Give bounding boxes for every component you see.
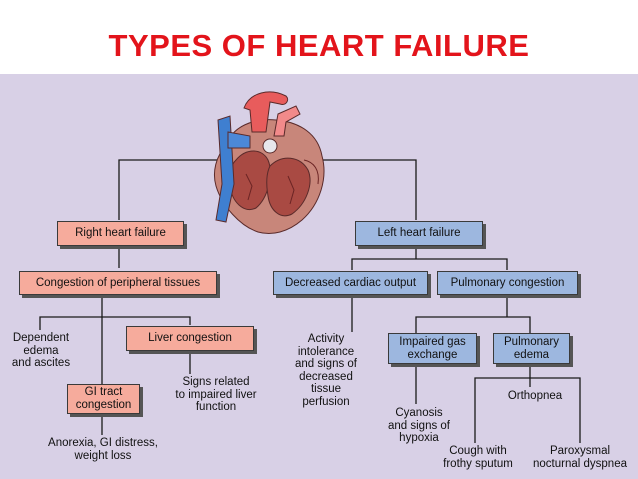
- gi-effects-text: Anorexia, GI distress,weight loss: [48, 437, 158, 462]
- left-split-line: [351, 258, 508, 270]
- liver-congestion-box: Liver congestion: [126, 326, 254, 351]
- connector-lines: [39, 159, 581, 443]
- page-title: TYPES OF HEART FAILURE: [108, 28, 530, 63]
- pulmonary-congestion-box: Pulmonary congestion: [437, 271, 578, 295]
- left-heart-failure-box: Left heart failure: [355, 221, 483, 246]
- heart-illustration: [213, 91, 325, 234]
- diagram-panel: Right heart failure Congestion of periph…: [0, 74, 638, 479]
- orthopnea-text: Orthopnea: [507, 390, 563, 402]
- pulmonary-split-line: [415, 316, 531, 333]
- congestion-peripheral-tissues-box: Congestion of peripheral tissues: [19, 271, 217, 295]
- edema-split-line: [474, 377, 581, 443]
- right-congestion-split-line: [39, 316, 191, 330]
- decreased-cardiac-output-box: Decreased cardiac output: [273, 271, 428, 295]
- right-heart-failure-box: Right heart failure: [57, 221, 184, 246]
